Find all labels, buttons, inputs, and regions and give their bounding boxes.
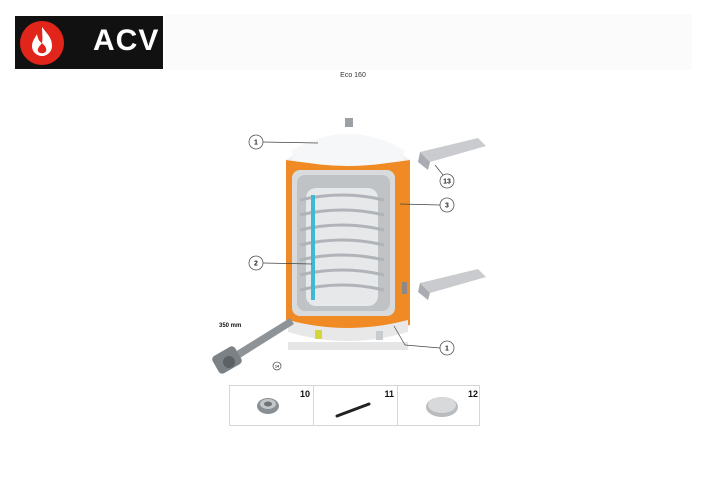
disc-cover-icon (426, 397, 458, 417)
water-heater-tank (286, 118, 410, 350)
callout-1-bottom-label: 1 (445, 346, 449, 353)
callout-3-label: 3 (445, 203, 449, 210)
fitting-nut-icon (257, 398, 279, 414)
brand-logo-text: ACV (93, 24, 160, 57)
callout-2 (248, 255, 264, 271)
part-number-12: 12 (467, 389, 478, 399)
part-number-10: 10 (299, 389, 310, 399)
parts-cell-10: 10 (230, 386, 314, 425)
callout-3 (439, 197, 455, 213)
leader-line-1-top (262, 141, 319, 144)
callout-13 (439, 173, 455, 189)
callout-1-top (248, 134, 264, 150)
leader-line-2 (262, 262, 313, 265)
parts-cell-12: 12 (398, 386, 481, 425)
callout-1-bottom (439, 340, 455, 356)
part-number-11: 11 (384, 389, 394, 399)
dimension-label: 350 mm (219, 323, 242, 329)
anode-rod (212, 318, 294, 374)
callout-1-top-label: 1 (254, 140, 258, 147)
leader-line-1-bottom-b (393, 325, 406, 346)
header-bar (165, 14, 692, 70)
callout-14 (272, 361, 282, 371)
wall-bracket-bottom (418, 269, 486, 300)
parts-cell-11: 11 (314, 386, 398, 425)
brand-logo: ACV (15, 16, 163, 69)
leader-line-3 (399, 203, 441, 206)
flame-icon (20, 21, 64, 65)
parts-table: 10 11 12 (229, 385, 480, 426)
callout-2-label: 2 (254, 261, 258, 268)
diagram-title: Eco 160 (340, 72, 366, 79)
rod-icon (335, 402, 371, 418)
leader-line-1-bottom (404, 344, 441, 349)
callout-13-label: 13 (443, 179, 451, 186)
callout-14-label: 14 (275, 365, 279, 369)
wall-bracket-top (418, 138, 486, 170)
